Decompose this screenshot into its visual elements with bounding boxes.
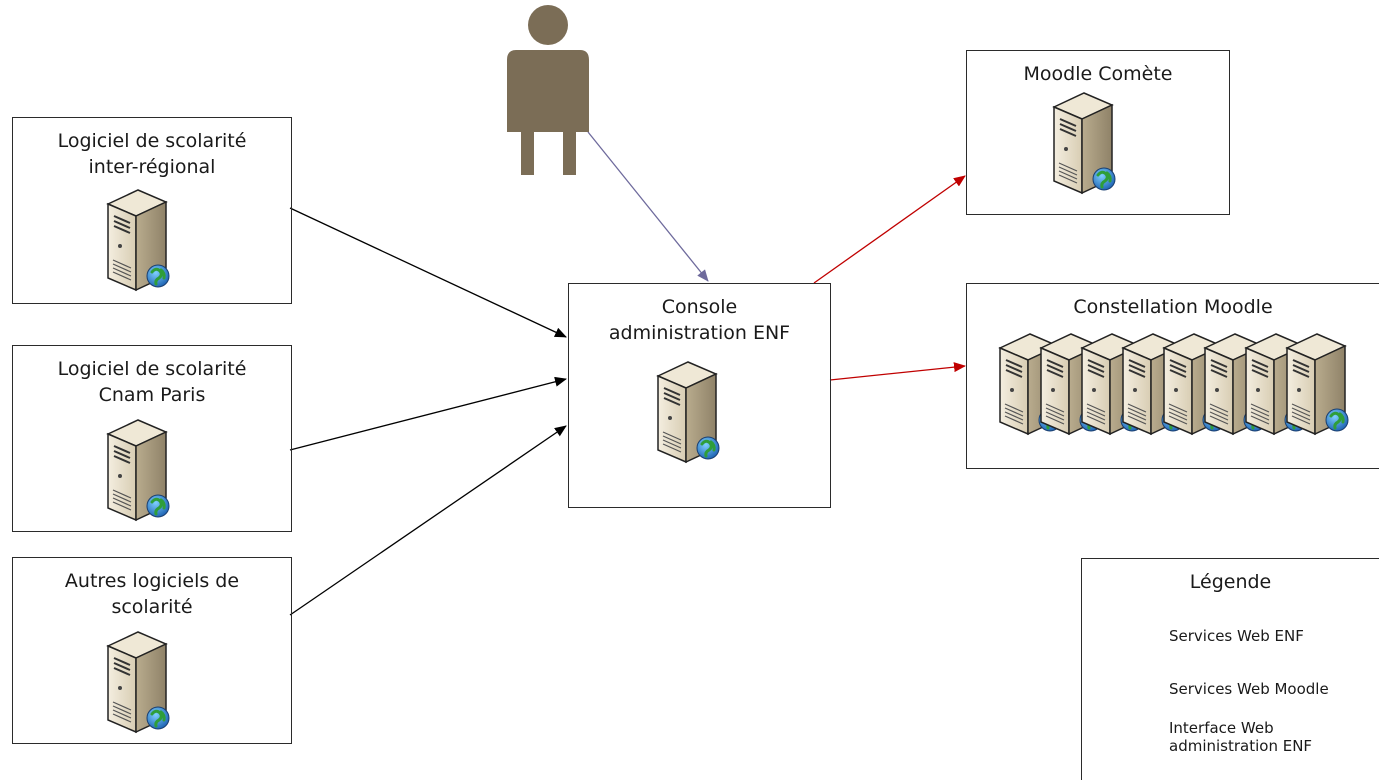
edge-console-to-constellation bbox=[829, 362, 966, 381]
node-label: Autres logiciels de scolarité bbox=[64, 570, 240, 618]
edge-console-to-moodle-comete bbox=[813, 175, 966, 284]
node-label: Console administration ENF bbox=[608, 296, 791, 344]
node-scol-inter-regional: Logiciel de scolarité inter-régional bbox=[12, 117, 292, 304]
connections bbox=[289, 131, 966, 616]
legend-label-web-admin: Interface Web administration ENF bbox=[1169, 719, 1313, 755]
node-autres-logiciels: Autres logiciels de scolarité bbox=[12, 557, 292, 744]
user-icon bbox=[507, 5, 589, 175]
node-label: Constellation Moodle bbox=[1073, 296, 1273, 318]
legend-label-ws-moodle: Services Web Moodle bbox=[1169, 680, 1329, 698]
node-console-admin-enf: Console administration ENF bbox=[568, 283, 831, 508]
node-label: Logiciel de scolarité Cnam Paris bbox=[57, 358, 247, 406]
legend-title: Légende bbox=[1189, 571, 1272, 593]
node-label: Moodle Comète bbox=[1023, 63, 1173, 85]
legend: Légende Services Web ENF Services Web Mo… bbox=[1081, 558, 1379, 780]
edge-scol-inter-to-console bbox=[289, 207, 567, 338]
legend-label-ws-enf: Services Web ENF bbox=[1169, 627, 1304, 645]
node-moodle-comete: Moodle Comète bbox=[966, 50, 1230, 215]
edge-user-to-console bbox=[587, 131, 709, 282]
node-constellation-moodle: Constellation Moodle bbox=[966, 283, 1379, 469]
edge-scol-autres-to-console bbox=[289, 425, 567, 616]
node-scol-cnam-paris: Logiciel de scolarité Cnam Paris bbox=[12, 345, 292, 532]
edge-scol-cnam-to-console bbox=[289, 376, 567, 451]
node-label: Logiciel de scolarité inter-régional bbox=[57, 130, 247, 178]
